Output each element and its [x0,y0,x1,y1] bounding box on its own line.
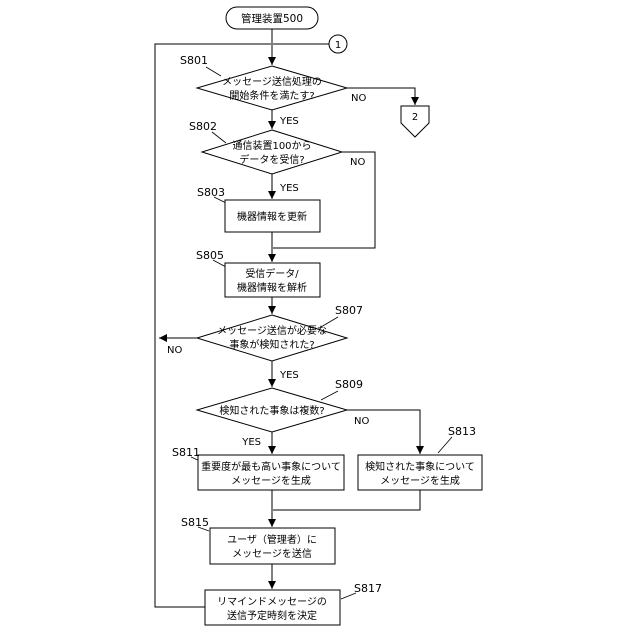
s801-step-label: S801 [180,54,208,67]
s817-text-line1: リマインドメッセージの [217,596,327,608]
s801-text-line1: メッセージ送信処理の [222,75,322,88]
s803-step-label: S803 [197,186,225,199]
s805-text-line1: 受信データ/ [245,267,299,280]
s801-yes-label: YES [279,116,299,127]
s813-process [357,454,483,491]
s809-decision [195,387,349,433]
s801-no-label: NO [351,93,366,104]
leader-s805 [212,259,227,268]
s807-decision [195,314,349,362]
s801-decision [195,65,349,111]
s811-process [197,454,345,491]
s802-step-label: S802 [189,120,217,133]
leader-s803 [213,196,227,204]
s807-step-label: S807 [335,304,363,317]
s802-decision [200,129,344,175]
leader-s813 [437,436,453,454]
s807-yes-label: YES [279,370,299,381]
s809-no-label: NO [354,416,369,427]
s807-text-line2: 事象が検知された? [229,338,314,351]
edge-s801-no [347,87,419,105]
start-terminal [225,6,319,30]
s815-step-label: S815 [181,516,209,529]
edge-s809-no [347,409,424,454]
edge-s802-no [273,151,376,249]
s805-step-label: S805 [196,249,224,262]
s802-no-label: NO [350,157,365,168]
connector-1-circle [328,34,348,54]
connector-1-label: 1 [335,40,341,51]
s817-process [204,589,341,626]
s815-text-line1: ユーザ（管理者）に [227,533,317,546]
s811-step-label: S811 [172,446,200,459]
s807-no-label: NO [167,345,182,356]
s802-text-line1: 通信装置100から [232,139,311,152]
s809-step-label: S809 [335,378,363,391]
s809-text-line1: 検知された事象は複数? [219,404,324,417]
edge-loop-return [154,43,271,608]
s811-text-line1: 重要度が最も高い事象について [201,460,341,473]
connector-2-offpage [400,105,430,138]
leader-s807 [320,316,339,328]
leader-s801 [205,66,222,77]
leader-s817 [340,592,357,600]
s813-text-line1: 検知された事象について [365,460,475,473]
start-terminal-label: 管理装置500 [241,12,303,25]
s803-text-line1: 機器情報を更新 [237,210,307,223]
s817-step-label: S817 [354,582,382,595]
s813-step-label: S813 [448,425,476,438]
edge-s813-merge [273,490,421,511]
s809-yes-label: YES [241,437,261,448]
leader-s809 [320,390,339,401]
leader-s802 [211,131,227,144]
s815-process [209,527,336,565]
s813-text-line2: メッセージを生成 [380,474,460,487]
s805-text-line2: 機器情報を解析 [237,281,307,294]
s802-text-line2: データを受信? [239,153,304,166]
s815-text-line2: メッセージを送信 [232,547,312,560]
s817-text-line2: 送信予定時刻を決定 [227,609,317,622]
s802-yes-label: YES [279,183,299,194]
s805-process [224,262,321,298]
s811-text-line2: メッセージを生成 [231,474,311,487]
s807-text-line1: メッセージ送信が必要な [217,324,327,337]
leader-s815 [197,526,210,532]
s801-text-line2: 開始条件を満たす? [229,89,314,102]
s803-process [224,199,321,233]
connector-2-label: 2 [412,112,418,123]
